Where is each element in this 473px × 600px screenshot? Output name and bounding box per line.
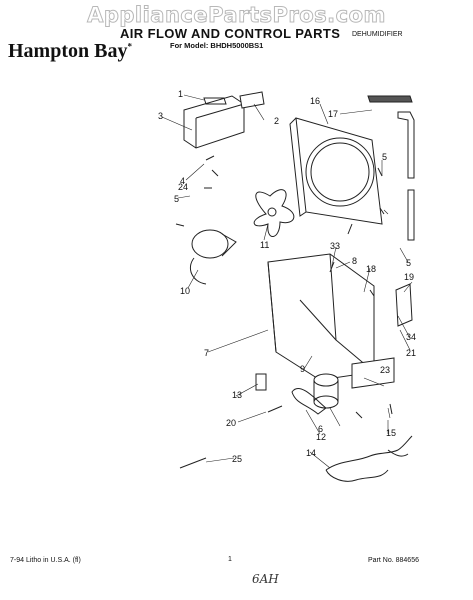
callout-20: 20	[226, 418, 236, 428]
callout-21: 21	[406, 348, 416, 358]
watermark: AppliancePartsPros.com	[87, 3, 386, 28]
callout-13: 13	[232, 390, 242, 400]
footer-print-info: 7-94 Litho in U.S.A. (fl)	[10, 557, 81, 564]
callout-4: 4	[180, 176, 185, 186]
callout-6: 6	[318, 424, 323, 434]
page-title: AIR FLOW AND CONTROL PARTS	[120, 26, 341, 41]
model-number: For Model: BHDH5000BS1	[170, 41, 264, 50]
brand-name: Hampton Bay*	[8, 40, 132, 62]
callout-23: 23	[380, 365, 390, 375]
callout-12: 12	[316, 432, 326, 442]
footer-page-number: 1	[228, 556, 232, 563]
callout-19: 19	[404, 272, 414, 282]
callout-33: 33	[330, 241, 340, 251]
callout-11: 11	[260, 240, 269, 250]
product-type: DEHUMIDIFIER	[352, 31, 403, 38]
callout-14: 14	[306, 448, 316, 458]
callout-25: 25	[232, 454, 242, 464]
callout-1: 1	[178, 89, 183, 99]
callout-2: 2	[274, 116, 279, 126]
callout-10: 10	[180, 286, 190, 296]
callout-24: 24	[178, 182, 188, 192]
callout-34: 34	[406, 332, 416, 342]
callout-5: 5	[174, 194, 179, 204]
callout-16: 16	[310, 96, 320, 106]
callout-7: 7	[204, 348, 209, 358]
callout-15: 15	[386, 428, 396, 438]
callout-5: 5	[382, 152, 387, 162]
callout-5: 5	[406, 258, 411, 268]
footer-part-number: Part No. 884656	[368, 557, 419, 564]
callout-9: 9	[300, 364, 305, 374]
callout-18: 18	[366, 264, 376, 274]
handwritten-note: 6AH	[252, 572, 279, 586]
callout-17: 17	[328, 109, 338, 119]
callout-8: 8	[352, 256, 357, 266]
callout-3: 3	[158, 111, 163, 121]
